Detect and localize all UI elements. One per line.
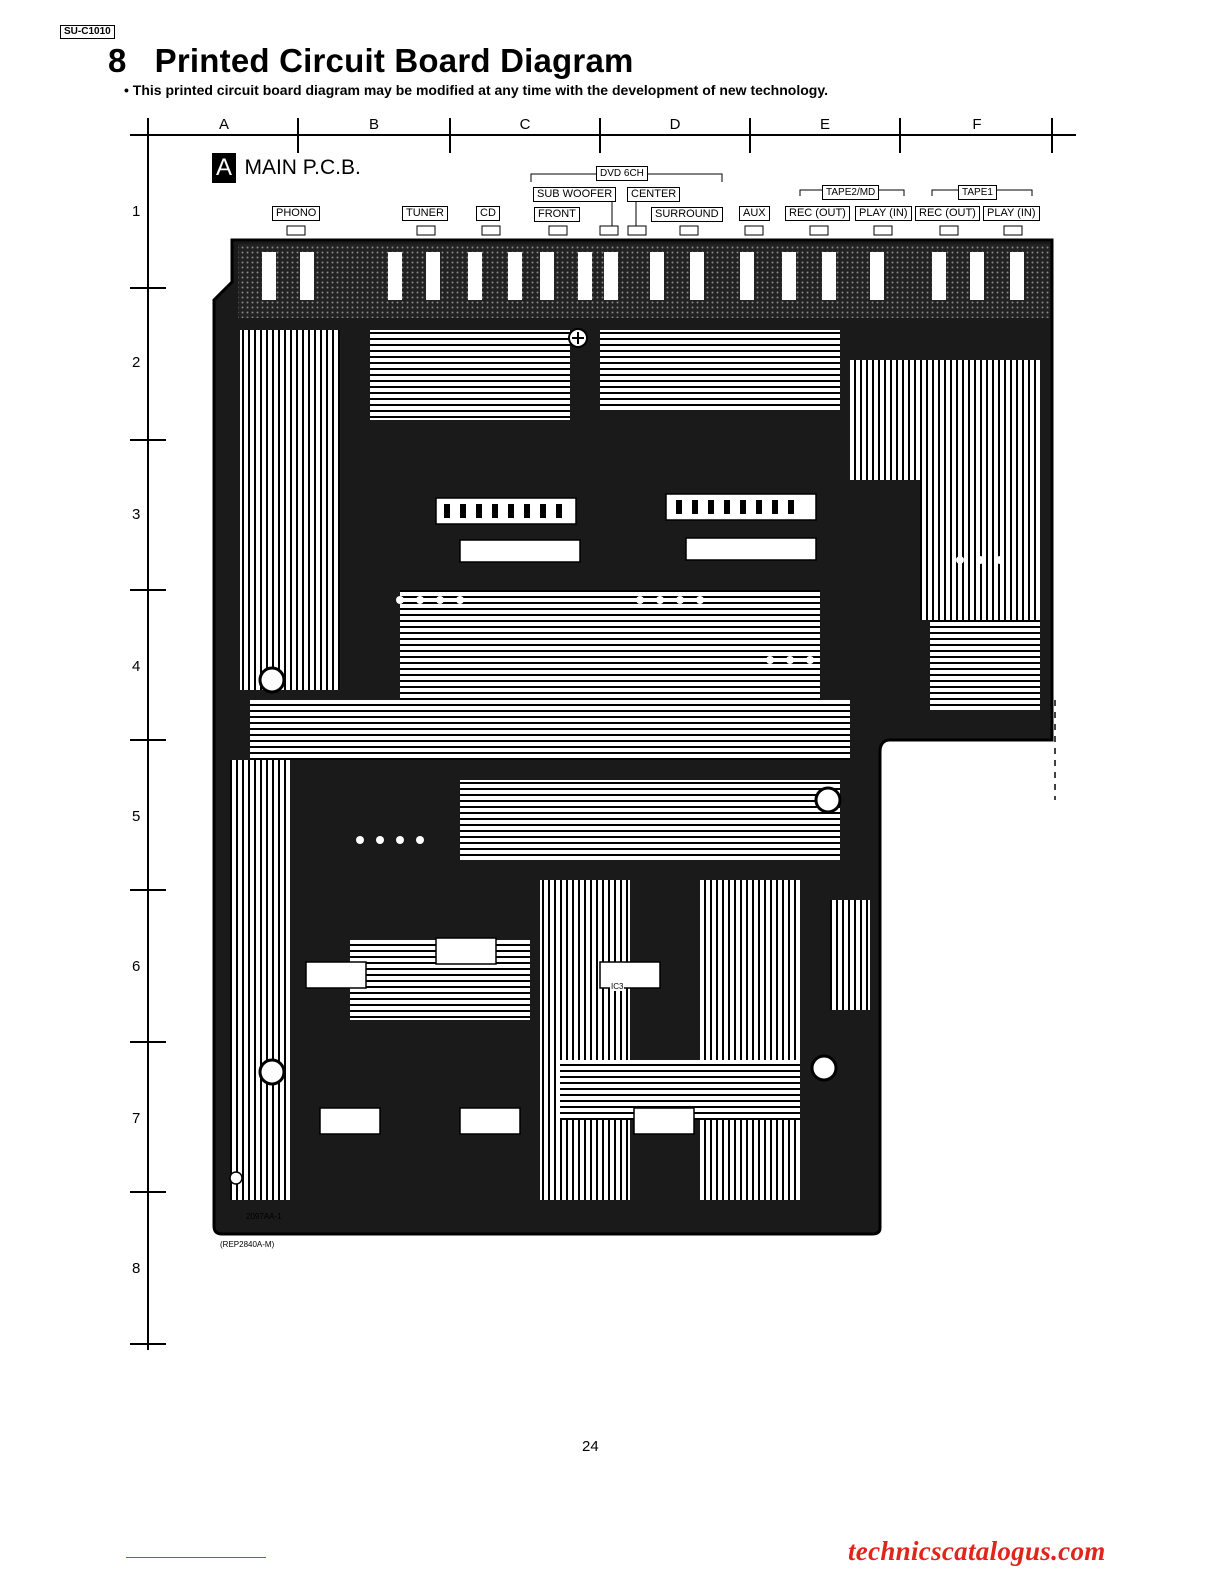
grid-col-a: A [218,116,229,133]
connector-front: FRONT [534,207,580,222]
connector-tape2-play: PLAY (IN) [855,206,912,221]
connector-tape2-rec: REC (OUT) [785,206,850,221]
connector-cd: CD [476,206,500,221]
grid-row-6: 6 [132,958,141,975]
grid-col-f: F [972,116,982,133]
jack-pads [286,225,1023,236]
watermark: technicscatalogus.com [848,1536,1106,1566]
footer-link-line [126,1557,266,1558]
connector-tuner: TUNER [402,206,448,221]
board-badge: A [212,153,237,183]
ic-label: IC3 [610,982,625,991]
grid-col-c: C [519,116,531,133]
connector-tape1-play: PLAY (IN) [983,206,1040,221]
page-number: 24 [582,1438,599,1455]
connector-tape1-rec: REC (OUT) [915,206,980,221]
connector-sub-woofer: SUB WOOFER [533,187,617,202]
grid-row-5: 5 [132,808,141,825]
page-note: • This printed circuit board diagram may… [124,82,828,98]
grid-col-e: E [819,116,830,133]
grid-row-1: 1 [132,203,141,220]
connector-group-tape2: TAPE2/MD [822,185,880,200]
grid-col-d: D [669,116,681,133]
grid-frame [130,118,1076,1350]
grid-col-b: B [368,116,379,133]
grid-row-3: 3 [132,506,141,523]
board-id: 2097AA-1 [246,1212,282,1221]
connector-phono: PHONO [272,206,321,221]
model-tag: SU-C1010 [60,25,115,39]
grid-row-8: 8 [132,1260,141,1277]
grid-row-4: 4 [132,658,141,675]
grid-row-7: 7 [132,1110,141,1127]
page-title: 8 Printed Circuit Board Diagram [108,42,634,79]
board-title: A MAIN P.C.B. [212,153,361,183]
main-pcb-board [212,238,1054,1236]
connector-aux: AUX [739,206,770,221]
board-ref: (REP2840A-M) [220,1240,275,1249]
connector-surround: SURROUND [651,207,723,222]
connector-group-dvd: DVD 6CH [596,166,648,181]
connector-group-tape1: TAPE1 [958,185,997,200]
connector-center: CENTER [627,187,681,202]
grid-row-2: 2 [132,354,141,371]
board-name: MAIN P.C.B. [244,156,361,179]
